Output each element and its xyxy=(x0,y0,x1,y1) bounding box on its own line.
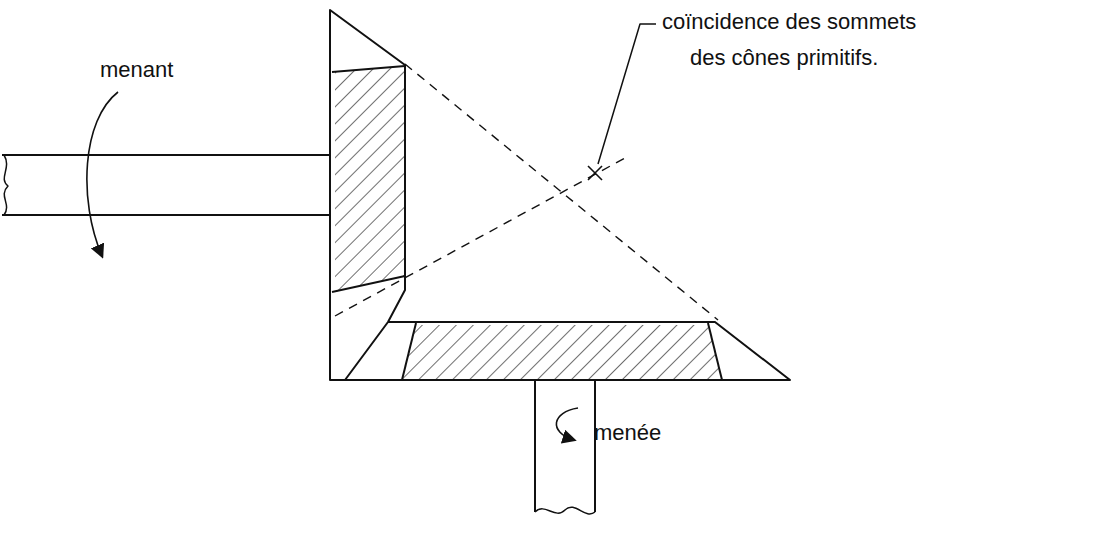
driving-shaft xyxy=(2,155,330,215)
driven-gear xyxy=(330,322,790,380)
driving-gear xyxy=(330,10,405,380)
driven-shaft xyxy=(535,380,595,514)
leader-line xyxy=(598,24,656,164)
rotation-arrow xyxy=(87,92,118,256)
apex-note: coïncidence des sommets des cônes primit… xyxy=(662,4,950,76)
pitch-cone-lines xyxy=(335,64,718,320)
apex-cross xyxy=(588,166,602,180)
driven-label: menée xyxy=(594,415,661,451)
driving-label: menant xyxy=(100,52,173,88)
rotation-arrow xyxy=(556,408,578,440)
